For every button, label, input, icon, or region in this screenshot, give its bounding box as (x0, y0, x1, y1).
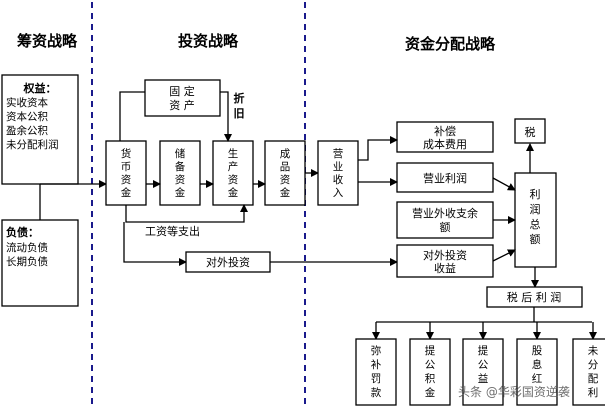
heading-financing: 筹资战略 (17, 32, 78, 50)
external-investment-box: 对外投资 (185, 251, 271, 273)
use-label: 款 (371, 386, 382, 399)
use-label: 股 (532, 345, 543, 357)
operating-income-label: 业 (333, 161, 344, 173)
investment-income-label: 收益 (434, 261, 456, 275)
heading-distribution: 资金分配战略 (405, 35, 496, 53)
use-label: 益 (478, 372, 489, 385)
fixed-assets-box: 固 定 资 产 (144, 79, 221, 117)
reserve-fund-box: 储 备 资 金 (159, 140, 201, 206)
arrow-invincome-to-total (492, 249, 516, 262)
fixed-assets-label: 资 产 (169, 98, 195, 112)
total-profit-box: 利 润 总 额 (514, 172, 557, 268)
use-label: 积 (425, 373, 436, 385)
production-fund-box: 生 产 资 金 (212, 140, 254, 206)
finished-fund-label: 成 (280, 148, 291, 160)
total-profit-label: 额 (530, 233, 541, 246)
equity-title: 权益： (23, 81, 57, 95)
external-investment-label: 对外投资 (206, 255, 250, 269)
operating-profit-label: 营业利润 (423, 171, 467, 185)
use-dividend-box: 股息红 (516, 338, 558, 406)
reserve-fund-label: 储 (175, 147, 186, 160)
equity-item: 资本公积 (6, 110, 48, 123)
use-label: 息 (532, 358, 543, 371)
compensation-cost-label: 成本费用 (423, 137, 467, 151)
compensation-cost-label: 补偿 (434, 124, 456, 138)
production-fund-label: 生 (228, 147, 239, 160)
operating-income-label: 收 (333, 173, 344, 186)
monetary-fund-label: 金 (121, 186, 132, 199)
wage-expense-label: 工资等支出 (145, 224, 200, 238)
monetary-fund-box: 货 币 资 金 (105, 140, 147, 206)
operating-income-label: 入 (333, 187, 344, 199)
liability-item: 流动负债 (6, 241, 48, 254)
use-label: 配 (588, 373, 599, 385)
arrow-fixed-to-production (220, 91, 232, 142)
production-fund-label: 金 (228, 186, 239, 199)
arrow-income-to-cost (358, 136, 398, 161)
use-label: 罚 (371, 373, 382, 385)
reserve-fund-label: 备 (175, 160, 186, 173)
finished-fund-box: 成 品 资 金 (264, 140, 306, 206)
total-profit-label: 利 (530, 188, 541, 201)
depreciation-label: 旧 (234, 107, 245, 120)
reserve-fund-label: 资 (175, 174, 186, 186)
finished-fund-label: 品 (280, 161, 291, 173)
liability-title: 负债： (6, 225, 39, 239)
use-label: 提 (478, 345, 489, 357)
liability-box: 负债： 流动负债 长期负债 (1, 219, 79, 307)
production-fund-label: 产 (228, 160, 239, 173)
non-operating-label: 额 (440, 221, 451, 234)
monetary-fund-label: 资 (121, 174, 132, 186)
connector-monetary-to-fixed (119, 91, 145, 141)
use-label: 分 (588, 359, 599, 371)
investment-income-box: 对外投资 收益 (396, 244, 494, 278)
use-label: 提 (425, 345, 436, 357)
heading-investment: 投资战略 (178, 32, 239, 50)
finished-fund-label: 资 (280, 174, 291, 186)
operating-income-box: 营 业 收 入 (317, 140, 359, 206)
use-undistributed-box: 未分配利 (572, 338, 605, 406)
use-label: 利 (588, 387, 599, 399)
use-label: 红 (532, 372, 543, 385)
monetary-fund-label: 货 (121, 147, 132, 160)
equity-item: 实收资本 (6, 96, 48, 109)
non-operating-label: 营业外收支余 (412, 206, 478, 220)
equity-item: 未分配利润 (6, 138, 59, 151)
tax-box: 税 (514, 118, 546, 144)
depreciation-label: 折 (234, 91, 245, 105)
fixed-assets-label: 固 定 (169, 84, 195, 98)
watermark: 头条 @华彩国资逆袭 (458, 384, 570, 399)
production-fund-label: 资 (228, 174, 239, 186)
after-tax-profit-label: 税 后 利 润 (507, 290, 562, 304)
operating-income-label: 营 (333, 147, 344, 160)
arrow-wage-expense (125, 204, 248, 223)
equity-item: 盈余公积 (6, 124, 48, 137)
liability-item: 长期负债 (6, 255, 48, 268)
total-profit-label: 总 (530, 217, 541, 231)
non-operating-box: 营业外收支余 额 (396, 201, 494, 239)
tax-label: 税 (525, 125, 536, 139)
investment-income-label: 对外投资 (423, 248, 467, 262)
operating-profit-box: 营业利润 (396, 162, 494, 193)
equity-box: 权益： 实收资本 资本公积 盈余公积 未分配利润 (1, 74, 79, 185)
use-label: 弥 (371, 344, 382, 357)
total-profit-label: 润 (530, 202, 541, 216)
arrow-profit-to-total (492, 177, 516, 191)
arrow-monetary-to-external-investment (123, 222, 187, 266)
monetary-fund-label: 币 (121, 161, 132, 173)
use-welfare-box: 提公益 (462, 338, 504, 406)
use-label: 未 (588, 345, 599, 357)
reserve-fund-label: 金 (175, 186, 186, 199)
after-tax-profit-box: 税 后 利 润 (486, 286, 583, 308)
use-label: 公 (478, 359, 489, 371)
finished-fund-label: 金 (280, 186, 291, 199)
use-label: 补 (371, 358, 382, 371)
compensation-cost-box: 补偿 成本费用 (396, 121, 494, 153)
use-label: 公 (425, 359, 436, 371)
use-label: 金 (425, 386, 436, 399)
